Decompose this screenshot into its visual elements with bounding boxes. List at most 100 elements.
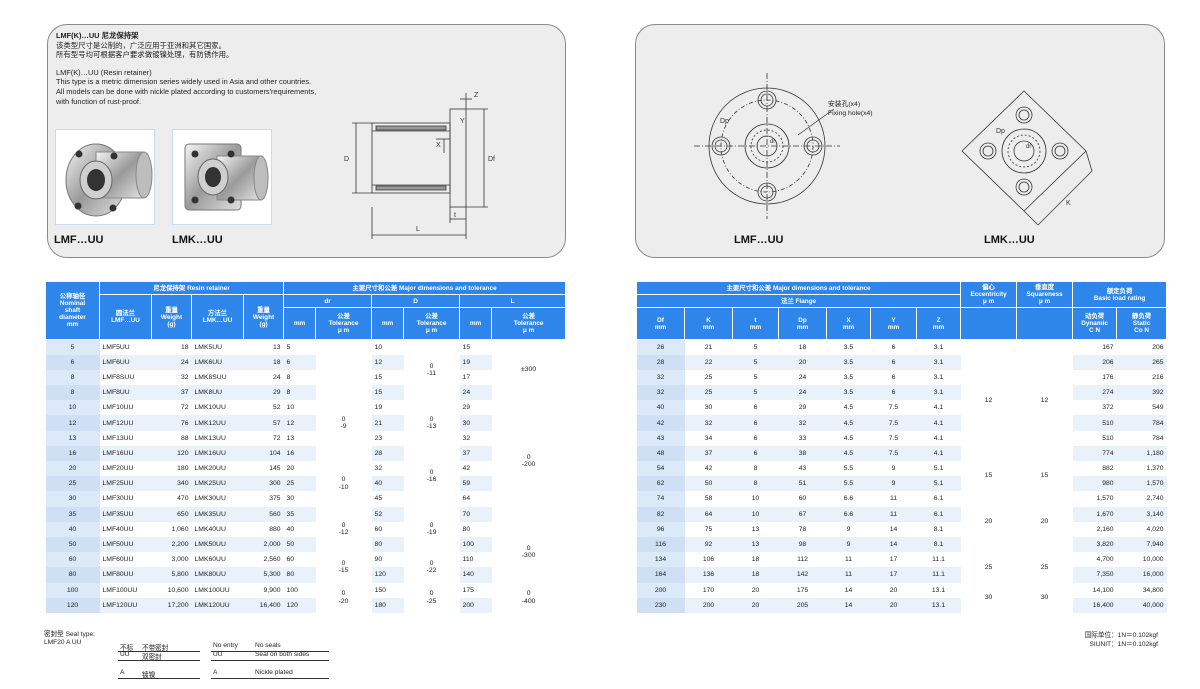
right-flange-panel: Dp dr 安装孔(x4) Fixing hole(x4) Dp dr K LM… — [635, 24, 1165, 258]
cell-3: LMK25UU — [191, 476, 244, 492]
cell-6: 8.1 — [916, 521, 961, 537]
cell-4: 4.5 — [826, 415, 871, 431]
ecc-value-cell: 12 — [960, 339, 1017, 461]
cell-0: 48 — [636, 445, 685, 461]
cell-0: 20 — [45, 461, 100, 477]
cell-1: 170 — [684, 582, 733, 598]
dim-label-t: t — [454, 212, 456, 219]
col-dr-header: dr — [283, 294, 373, 308]
cell-6: 13.1 — [916, 582, 961, 598]
cell-5: 6 — [870, 369, 917, 386]
dim-label-dr-square: dr — [1026, 144, 1031, 150]
cell-D: 80 — [371, 536, 404, 553]
cell-4: 3.5 — [826, 385, 871, 401]
dr-tolerance-cell: 0-20 — [315, 582, 372, 613]
cell-2: 10,600 — [151, 582, 192, 598]
cell-1: LMF20UU — [99, 461, 152, 477]
cell-static: 1,180 — [1116, 445, 1167, 461]
product-intro: LMF(K)…UU 尼龙保持架 该类型尺寸是公制的，广泛应用于亚洲和其它国家。 … — [56, 31, 316, 106]
cell-3: 142 — [778, 567, 827, 583]
cell-1: 37 — [684, 445, 733, 461]
cell-0: 50 — [45, 536, 100, 553]
unit-note: 国际单位：1N＝0.102kgf SIUNIT：1N＝0.102kgf — [1085, 632, 1158, 649]
cell-L: 100 — [459, 536, 492, 553]
cell-0: 100 — [45, 582, 100, 598]
cell-4: 560 — [243, 506, 284, 522]
dim-label-x: X — [436, 142, 441, 149]
cell-0: 8 — [45, 385, 100, 401]
flange-group-header: 法兰 Flange — [635, 294, 962, 308]
cell-6: 13.1 — [916, 597, 961, 613]
cell-dynamic: 7,350 — [1072, 567, 1117, 583]
cell-D: 10 — [371, 339, 404, 355]
cell-dynamic: 372 — [1072, 400, 1117, 416]
cell-5: 6 — [870, 385, 917, 401]
cell-5: 20 — [870, 597, 917, 613]
cell-1: 21 — [684, 339, 733, 355]
cell-6: 4.1 — [916, 415, 961, 431]
dim-label-z: Z — [474, 92, 479, 99]
dr-tolerance-cell: 0-10 — [315, 461, 372, 507]
cell-static: 265 — [1116, 354, 1167, 370]
cell-D: 150 — [371, 582, 404, 598]
right-major-dim-header: 主要尺寸和公差 Major dimensions and tolerance — [635, 281, 962, 295]
cell-L: 175 — [459, 582, 492, 598]
cell-3: 175 — [778, 582, 827, 598]
cell-4: 3.5 — [826, 339, 871, 355]
cell-4: 145 — [243, 461, 284, 477]
lmk-bearing-illustration — [184, 143, 269, 211]
cell-5: 60 — [283, 552, 316, 568]
dr-tolerance-blank — [315, 354, 372, 370]
cell-5: 11 — [870, 506, 917, 522]
cell-0: 120 — [45, 597, 100, 613]
cell-4: 300 — [243, 476, 284, 492]
fixing-hole-en: Fixing hole(x4) — [828, 109, 873, 117]
dr-tolerance-blank — [315, 369, 372, 386]
cell-2: 18 — [151, 339, 192, 355]
cell-4: 16,400 — [243, 597, 284, 613]
dim-label-dp-square: Dp — [996, 128, 1005, 135]
cell-D: 45 — [371, 491, 404, 507]
cell-L: 37 — [459, 445, 492, 461]
cell-1: LMF16UU — [99, 445, 152, 461]
cell-2: 5,800 — [151, 567, 192, 583]
cell-4: 72 — [243, 430, 284, 446]
cell-1: 75 — [684, 521, 733, 537]
cell-1: 25 — [684, 369, 733, 386]
cell-5: 8 — [283, 369, 316, 386]
seal-type-legend: 密封型 Seal type: LMF20 A UU — [44, 631, 95, 647]
cell-1: 42 — [684, 461, 733, 477]
cell-4: 3.5 — [826, 369, 871, 386]
retainer-group-header: 尼龙保持架 Resin retainer — [98, 281, 285, 295]
ecc-spacer — [960, 307, 1018, 340]
cell-3: 32 — [778, 415, 827, 431]
cell-4: 6.6 — [826, 491, 871, 507]
cell-2: 13 — [732, 536, 779, 553]
cell-0: 96 — [636, 521, 685, 537]
cell-0: 35 — [45, 506, 100, 522]
cell-5: 35 — [283, 506, 316, 522]
cell-5: 14 — [870, 521, 917, 537]
cell-3: LMK10UU — [191, 400, 244, 416]
cell-static: 40,000 — [1116, 597, 1167, 613]
intro-title-en: LMF(K)…UU (Resin retainer) — [56, 67, 152, 77]
